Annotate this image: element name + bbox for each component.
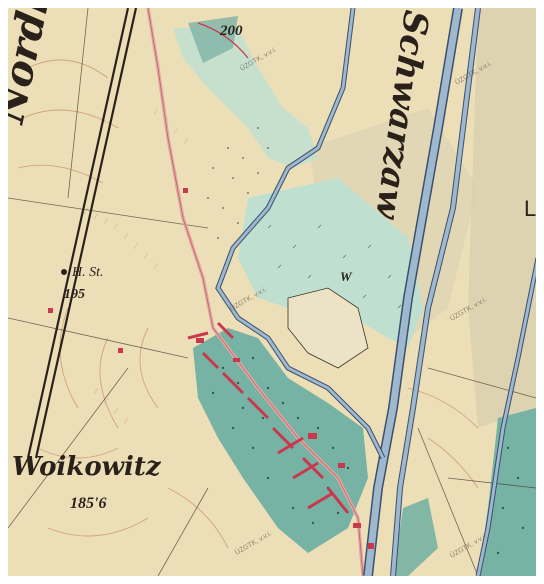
main-road-edge — [147, 8, 364, 576]
field-boundaries — [8, 8, 536, 576]
orchard-dots — [207, 127, 269, 239]
terrain-hachures — [83, 107, 189, 425]
contour-200 — [197, 22, 249, 59]
river-schwarzaw — [363, 8, 536, 576]
village-height-label: 185'6 — [70, 495, 107, 512]
stream-fill — [216, 8, 385, 459]
station-marker — [61, 269, 67, 275]
estate-grounds — [287, 287, 369, 369]
railway-nordbahn — [26, 8, 138, 459]
meadow-area — [238, 178, 423, 348]
forest-symbol-label: W — [340, 269, 352, 284]
forest-symbols — [211, 356, 525, 555]
forest-south — [393, 498, 438, 576]
edge-fragment-label: L — [524, 196, 536, 221]
meadow-north — [173, 28, 318, 168]
village-buildings — [187, 321, 350, 514]
station-label: H. St. — [72, 265, 104, 280]
woods-north — [188, 16, 238, 63]
map-viewport[interactable]: Nordbahn Schwarzaw Woikowitz 185'6 H. St… — [8, 8, 536, 576]
forest-east — [478, 408, 536, 576]
contour-height-label: 200 — [220, 23, 243, 39]
field-patch-east — [468, 8, 536, 428]
village-label: Woikowitz — [12, 452, 161, 482]
village-houses — [48, 188, 374, 549]
station-height-label: 195 — [64, 287, 85, 302]
historical-map-canvas[interactable] — [8, 8, 536, 576]
meadow-symbols — [267, 224, 402, 309]
